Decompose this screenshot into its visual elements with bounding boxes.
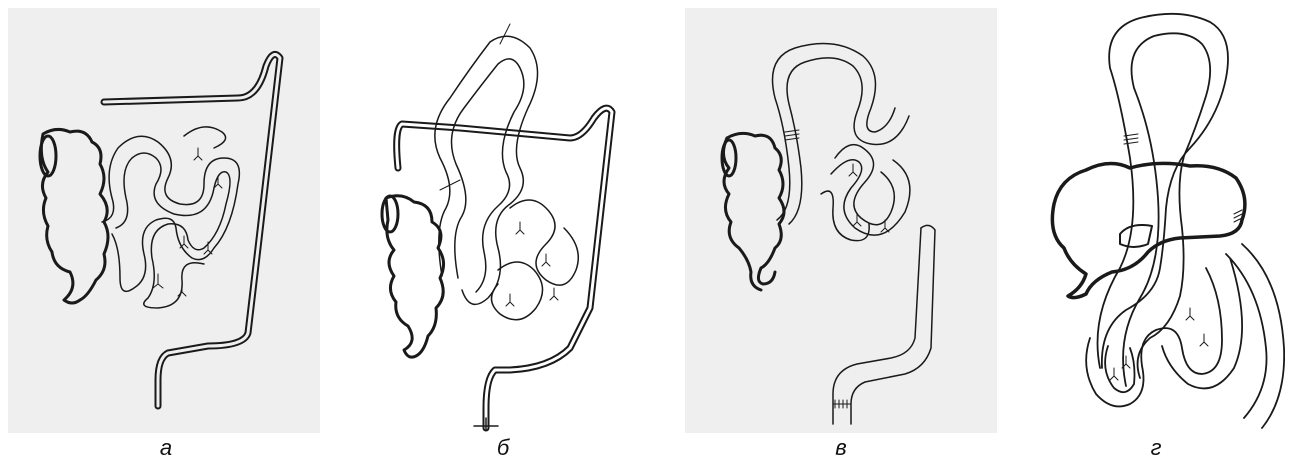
panel-a (8, 8, 320, 433)
panel-c-background (685, 8, 997, 433)
panel-a-label: а (146, 436, 186, 460)
panel-d (1030, 8, 1285, 433)
panel-a-background (8, 8, 320, 433)
panel-b-label: б (483, 436, 523, 460)
panel-d-drawing (1030, 8, 1285, 433)
panel-c (685, 8, 997, 433)
panel-d-label: г (1136, 436, 1176, 460)
panel-a-drawing (8, 8, 320, 433)
panel-d-background (1030, 8, 1285, 433)
panel-c-label: в (821, 436, 861, 460)
panel-b (350, 8, 650, 433)
panel-c-drawing (685, 8, 997, 433)
panel-b-drawing (350, 8, 650, 433)
